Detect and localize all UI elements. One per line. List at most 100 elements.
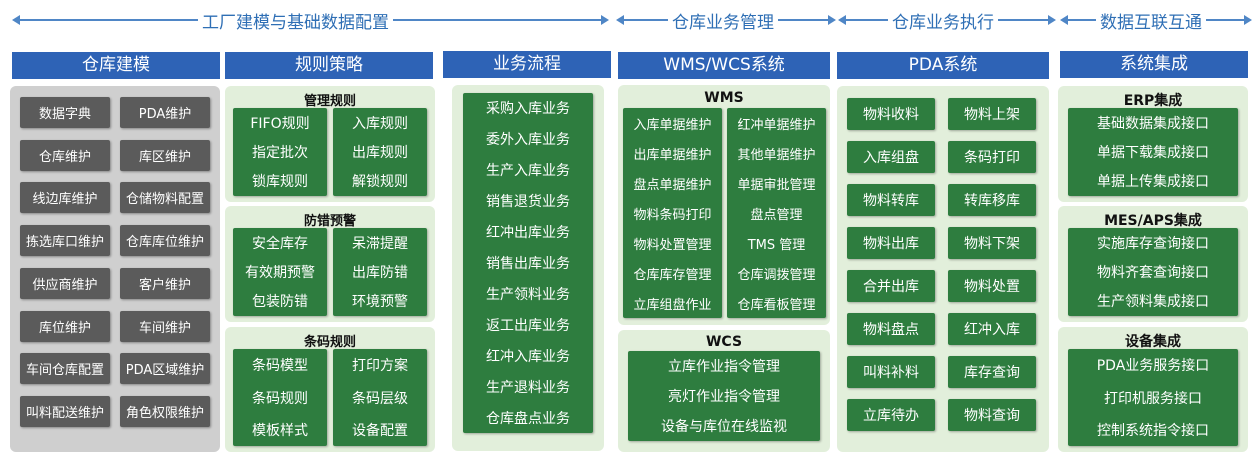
top-label-management: 仓库业务管理 xyxy=(668,8,778,33)
wms-item: 入库单据维护 xyxy=(633,118,712,133)
integration-item: PDA业务服务接口 xyxy=(1096,358,1210,375)
pda-item: 物料处置 xyxy=(948,270,1036,302)
pda-item: 立库待办 xyxy=(847,399,935,431)
rule-group-title: 管理规则 xyxy=(303,94,356,109)
integration-item: 打印机服务接口 xyxy=(1104,390,1202,407)
integration-item: 基础数据集成接口 xyxy=(1097,115,1209,132)
integration-box: 基础数据集成接口单据下载集成接口单据上传集成接口 xyxy=(1068,108,1238,196)
modeling-item: 仓库维护 xyxy=(20,140,110,171)
modeling-item: PDA维护 xyxy=(120,97,210,128)
header-integration: 系统集成 xyxy=(1060,51,1248,78)
integration-item: 生产领料集成接口 xyxy=(1097,294,1209,311)
wms-item: 盘点单据维护 xyxy=(633,178,712,193)
wms-item: 立库组盘作业 xyxy=(633,298,712,313)
modeling-item: 库区维护 xyxy=(120,140,210,171)
wms-left-box: 入库单据维护出库单据维护盘点单据维护物料条码打印物料处置管理仓库库存管理立库组盘… xyxy=(623,108,722,318)
wcs-box: 立库作业指令管理亮灯作业指令管理设备与库位在线监视 xyxy=(628,351,820,441)
rule-item: 入库规则 xyxy=(352,115,408,132)
wms-item: 仓库库存管理 xyxy=(633,268,712,283)
process-item: 生产入库业务 xyxy=(486,163,570,180)
rule-item: 锁库规则 xyxy=(252,174,308,191)
top-label-factory: 工厂建模与基础数据配置 xyxy=(198,8,393,33)
pda-item: 合并出库 xyxy=(847,270,935,302)
wcs-item: 立库作业指令管理 xyxy=(668,359,780,375)
rule-right-box: 入库规则出库规则解锁规则 xyxy=(333,108,427,196)
process-item: 生产退料业务 xyxy=(486,379,570,396)
process-box: 采购入库业务委外入库业务生产入库业务销售退货业务红冲出库业务销售出库业务生产领料… xyxy=(463,93,593,433)
process-item: 仓库盘点业务 xyxy=(486,410,570,427)
wms-item: 单据审批管理 xyxy=(737,178,816,193)
integration-box: 实施库存查询接口物料齐套查询接口生产领料集成接口 xyxy=(1068,228,1238,316)
process-item: 委外入库业务 xyxy=(486,132,570,149)
process-item: 销售退货业务 xyxy=(486,194,570,211)
header-process: 业务流程 xyxy=(443,51,611,78)
pda-item: 物料盘点 xyxy=(847,313,935,345)
rule-item: 打印方案 xyxy=(352,358,408,375)
wms-item: TMS 管理 xyxy=(747,238,806,253)
modeling-item: 角色权限维护 xyxy=(120,396,210,427)
wms-item: 其他单据维护 xyxy=(737,148,816,163)
rule-item: 呆滞提醒 xyxy=(352,235,408,252)
rule-group-title: 防错预警 xyxy=(303,214,356,229)
wms-item: 物料条码打印 xyxy=(633,208,712,223)
integration-group-title: ERP集成 xyxy=(1123,93,1183,109)
integration-item: 控制系统指令接口 xyxy=(1097,422,1209,439)
pda-item: 转库移库 xyxy=(948,184,1036,216)
pda-item: 物料转库 xyxy=(847,184,935,216)
integration-item: 单据下载集成接口 xyxy=(1097,145,1209,161)
integration-item: 实施库存查询接口 xyxy=(1097,235,1209,252)
pda-item: 入库组盘 xyxy=(847,141,935,173)
pda-item: 物料收料 xyxy=(847,98,935,130)
process-item: 生产领料业务 xyxy=(486,286,570,303)
modeling-item: 供应商维护 xyxy=(20,268,110,299)
integration-item: 物料齐套查询接口 xyxy=(1097,265,1209,281)
modeling-item: 车间维护 xyxy=(120,311,210,342)
header-pda: PDA系统 xyxy=(837,52,1049,79)
wms-item: 盘点管理 xyxy=(750,208,803,223)
top-label-interconnect: 数据互联互通 xyxy=(1096,8,1206,33)
rule-right-box: 呆滞提醒出库防错环境预警 xyxy=(333,228,427,316)
process-item: 销售出库业务 xyxy=(486,256,570,272)
modeling-item: 仓库库位维护 xyxy=(120,225,210,256)
modeling-item: 叫料配送维护 xyxy=(20,396,110,427)
header-rules: 规则策略 xyxy=(225,52,433,79)
header-warehouse-modeling: 仓库建模 xyxy=(12,52,220,79)
pda-item: 物料出库 xyxy=(847,227,935,259)
rule-item: 包装防错 xyxy=(252,294,308,311)
process-item: 红冲入库业务 xyxy=(486,348,570,365)
rule-item: 条码层级 xyxy=(352,390,408,407)
rule-item: 设备配置 xyxy=(352,422,408,439)
process-item: 返工出库业务 xyxy=(486,317,570,334)
wcs-item: 设备与库位在线监视 xyxy=(661,419,787,435)
rule-item: 条码规则 xyxy=(252,390,308,407)
integration-group-title: 设备集成 xyxy=(1125,334,1181,350)
pda-item: 物料查询 xyxy=(948,399,1036,431)
rule-right-box: 打印方案条码层级设备配置 xyxy=(333,349,427,446)
rule-left-box: FIFO规则指定批次锁库规则 xyxy=(233,108,327,196)
rule-left-box: 条码模型条码规则模板样式 xyxy=(233,349,327,446)
rule-item: 模板样式 xyxy=(252,422,308,439)
rule-item: 条码模型 xyxy=(252,358,308,375)
integration-box: PDA业务服务接口打印机服务接口控制系统指令接口 xyxy=(1068,349,1238,446)
modeling-item: PDA区域维护 xyxy=(120,353,210,384)
pda-item: 物料上架 xyxy=(948,98,1036,130)
rule-item: 安全库存 xyxy=(252,235,308,252)
rule-item: 环境预警 xyxy=(352,294,408,311)
modeling-item: 拣选库口维护 xyxy=(20,225,110,256)
modeling-item: 线边库维护 xyxy=(20,182,110,213)
wcs-title: WCS xyxy=(705,334,743,350)
process-item: 采购入库业务 xyxy=(486,101,570,118)
rule-item: 指定批次 xyxy=(252,145,308,161)
pda-item: 物料下架 xyxy=(948,227,1036,259)
rule-item: FIFO规则 xyxy=(250,115,310,132)
rule-item: 解锁规则 xyxy=(352,174,408,191)
rule-left-box: 安全库存有效期预警包装防错 xyxy=(233,228,327,316)
pda-item: 叫料补料 xyxy=(847,356,935,388)
modeling-item: 仓储物料配置 xyxy=(120,182,210,213)
modeling-item: 库位维护 xyxy=(20,311,110,342)
wcs-item: 亮灯作业指令管理 xyxy=(668,389,780,405)
integration-item: 单据上传集成接口 xyxy=(1097,174,1209,191)
wms-item: 物料处置管理 xyxy=(633,238,712,253)
wms-item: 仓库看板管理 xyxy=(737,298,816,313)
